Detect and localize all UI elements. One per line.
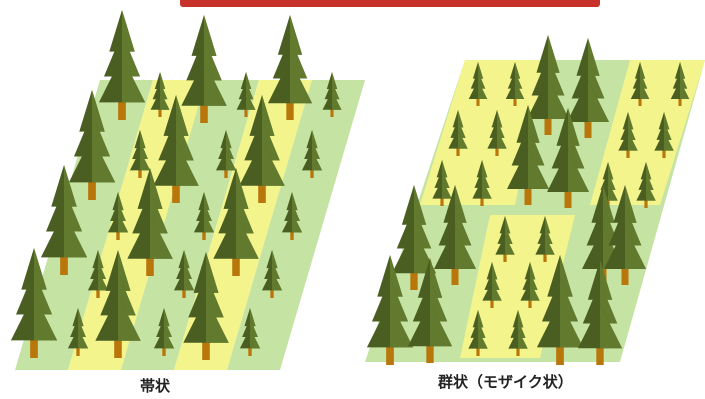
strip-pattern-caption: 帯状 — [140, 377, 171, 395]
conifer-tree-icon — [239, 95, 285, 203]
conifer-tree-icon — [520, 262, 540, 308]
conifer-tree-icon — [536, 255, 584, 365]
conifer-tree-icon — [618, 112, 638, 158]
conifer-tree-icon — [434, 185, 476, 285]
conifer-tree-icon — [236, 72, 256, 117]
title-banner-edge — [180, 0, 600, 7]
conifer-tree-icon — [127, 168, 173, 276]
conifer-tree-icon — [448, 110, 468, 156]
conifer-tree-icon — [40, 165, 88, 275]
conifer-tree-icon — [487, 110, 507, 156]
conifer-tree-icon — [68, 90, 116, 200]
conifer-tree-icon — [10, 248, 58, 358]
conifer-tree-icon — [153, 308, 175, 356]
mosaic-pattern-panel — [365, 35, 705, 365]
conifer-tree-icon — [505, 62, 525, 106]
conifer-tree-icon — [150, 72, 170, 117]
conifer-tree-icon — [468, 62, 488, 106]
conifer-tree-icon — [267, 15, 313, 120]
conifer-tree-icon — [495, 216, 515, 262]
conifer-tree-icon — [567, 38, 609, 138]
conifer-tree-icon — [181, 15, 227, 123]
conifer-tree-icon — [95, 250, 141, 358]
conifer-tree-icon — [654, 112, 674, 158]
conifer-tree-icon — [507, 105, 549, 205]
conifer-tree-icon — [129, 130, 151, 178]
conifer-tree-icon — [301, 130, 323, 178]
conifer-tree-icon — [193, 192, 215, 240]
conifer-tree-icon — [670, 62, 690, 106]
conifer-tree-icon — [98, 10, 146, 120]
conifer-tree-icon — [366, 255, 414, 365]
conifer-tree-icon — [107, 192, 129, 240]
conifer-tree-icon — [322, 72, 342, 117]
conifer-tree-icon — [213, 168, 259, 276]
conifer-tree-icon — [547, 108, 589, 208]
conifer-tree-icon — [391, 185, 437, 290]
strip-band — [15, 80, 153, 370]
conifer-tree-icon — [183, 252, 229, 360]
conifer-tree-icon — [407, 258, 453, 363]
conifer-tree-icon — [468, 310, 488, 356]
conifer-tree-icon — [239, 308, 261, 356]
conifer-tree-icon — [432, 160, 452, 206]
strip-pattern-panel — [10, 10, 365, 370]
conifer-tree-icon — [630, 62, 650, 106]
conifer-tree-icon — [215, 130, 237, 178]
conifer-tree-icon — [472, 160, 492, 206]
conifer-tree-icon — [153, 95, 199, 203]
conifer-tree-icon — [508, 310, 528, 356]
conifer-tree-icon — [67, 308, 89, 356]
conifer-tree-icon — [261, 250, 283, 298]
conifer-tree-icon — [87, 250, 109, 298]
conifer-tree-icon — [535, 216, 555, 262]
conifer-tree-icon — [636, 162, 656, 208]
conifer-tree-icon — [482, 262, 502, 308]
conifer-tree-icon — [604, 185, 646, 285]
mosaic-pattern-caption: 群状（モザイク状） — [438, 373, 573, 391]
conifer-tree-icon — [577, 260, 623, 365]
conifer-tree-icon — [281, 192, 303, 240]
conifer-tree-icon — [527, 35, 569, 135]
conifer-tree-icon — [173, 250, 195, 298]
